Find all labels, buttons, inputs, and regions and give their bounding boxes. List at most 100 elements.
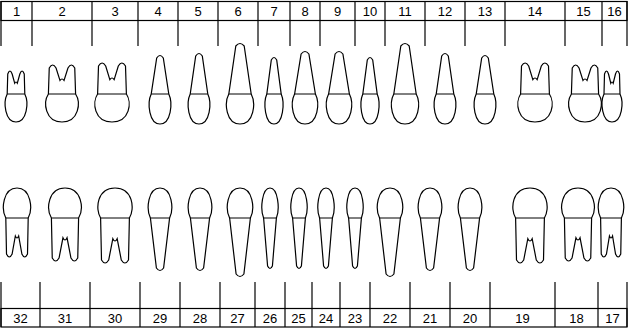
tooth-number: 13 xyxy=(478,4,492,20)
divider-line xyxy=(564,1,565,46)
divider-line xyxy=(0,1,1,46)
divider-line xyxy=(39,282,40,327)
tooth-outline xyxy=(149,56,171,125)
divider-line xyxy=(177,1,178,46)
tooth-outline xyxy=(361,58,379,125)
tooth-neck-line xyxy=(436,94,454,95)
tooth-neck-line xyxy=(320,218,333,219)
tooth-outline xyxy=(227,188,252,277)
tooth-neck-line xyxy=(98,94,127,95)
divider-line xyxy=(217,1,218,46)
tooth-outline xyxy=(265,58,283,125)
tooth-number: 11 xyxy=(398,4,412,20)
tooth-outline xyxy=(434,54,456,125)
tooth-number: 3 xyxy=(111,4,118,20)
tooth-outline xyxy=(148,188,171,271)
divider-line xyxy=(504,1,505,46)
divider-line xyxy=(424,1,425,46)
tooth-number: 1 xyxy=(13,4,20,20)
tooth-number: 23 xyxy=(348,311,362,327)
tooth-outline xyxy=(188,188,211,271)
tooth-neck-line xyxy=(267,94,281,95)
divider-line xyxy=(137,1,138,46)
tooth-number: 19 xyxy=(515,311,529,327)
tooth-number: 20 xyxy=(463,311,477,327)
tooth-outline xyxy=(49,188,82,261)
divider-line xyxy=(91,1,92,46)
tooth-number: 29 xyxy=(153,311,167,327)
tooth-number: 12 xyxy=(438,4,452,20)
divider-line xyxy=(626,1,627,46)
tooth-neck-line xyxy=(101,218,130,219)
divider-line xyxy=(464,1,465,46)
divider-line xyxy=(319,1,320,46)
divider-line xyxy=(409,282,410,327)
divider-line xyxy=(257,1,258,46)
tooth-number: 27 xyxy=(230,311,244,327)
tooth-outline xyxy=(226,44,253,125)
tooth-outline xyxy=(377,188,402,277)
tooth-outline xyxy=(569,65,602,122)
tooth-outline xyxy=(262,188,278,269)
tooth-number: 8 xyxy=(301,4,308,20)
tooth-number: 25 xyxy=(291,311,305,327)
tooth-number: 30 xyxy=(108,311,122,327)
tooth-neck-line xyxy=(363,94,377,95)
tooth-neck-line xyxy=(229,94,251,95)
tooth-outline xyxy=(95,63,129,122)
tooth-outline xyxy=(98,188,132,263)
tooth-number: 15 xyxy=(576,4,590,20)
tooth-outline xyxy=(318,188,334,269)
tooth-neck-line xyxy=(564,218,591,219)
tooth-neck-line xyxy=(6,218,28,219)
divider-line xyxy=(339,282,340,327)
tooth-number: 7 xyxy=(270,4,277,20)
tooth-number: 24 xyxy=(319,311,333,327)
tooth-outline xyxy=(291,188,307,269)
tooth-neck-line xyxy=(230,218,251,219)
tooth-neck-line xyxy=(380,218,401,219)
tooth-neck-line xyxy=(150,218,169,219)
tooth-outline xyxy=(518,63,552,122)
tooth-neck-line xyxy=(293,218,306,219)
divider-line xyxy=(0,282,1,327)
divider-line xyxy=(179,282,180,327)
tooth-neck-line xyxy=(349,218,362,219)
tooth-outline xyxy=(391,44,418,125)
tooth-number: 18 xyxy=(569,311,583,327)
tooth-neck-line xyxy=(420,218,439,219)
tooth-neck-line xyxy=(476,94,494,95)
tooth-outline xyxy=(347,188,363,269)
tooth-outline xyxy=(188,54,210,125)
tooth-outline xyxy=(292,52,317,125)
tooth-outline xyxy=(46,65,79,122)
tooth-number: 28 xyxy=(193,311,207,327)
number-strip xyxy=(1,309,627,328)
divider-line xyxy=(554,282,555,327)
divider-line xyxy=(354,1,355,46)
divider-line xyxy=(489,282,490,327)
tooth-neck-line xyxy=(521,94,550,95)
tooth-outline xyxy=(474,56,496,125)
tooth-number: 17 xyxy=(605,311,619,327)
tooth-outline xyxy=(513,188,547,263)
divider-line xyxy=(139,282,140,327)
divider-line xyxy=(597,282,598,327)
tooth-neck-line xyxy=(190,218,209,219)
tooth-outline xyxy=(458,188,481,271)
tooth-number: 16 xyxy=(607,4,621,20)
divider-line xyxy=(626,282,627,327)
tooth-outline xyxy=(326,52,351,125)
divider-line xyxy=(31,1,32,46)
tooth-number: 32 xyxy=(13,311,27,327)
tooth-outline xyxy=(562,188,595,261)
number-strip xyxy=(1,2,627,21)
tooth-neck-line xyxy=(571,94,598,95)
divider-line xyxy=(449,282,450,327)
tooth-neck-line xyxy=(329,94,350,95)
tooth-neck-line xyxy=(51,218,78,219)
tooth-neck-line xyxy=(516,218,545,219)
tooth-outline xyxy=(5,71,27,122)
